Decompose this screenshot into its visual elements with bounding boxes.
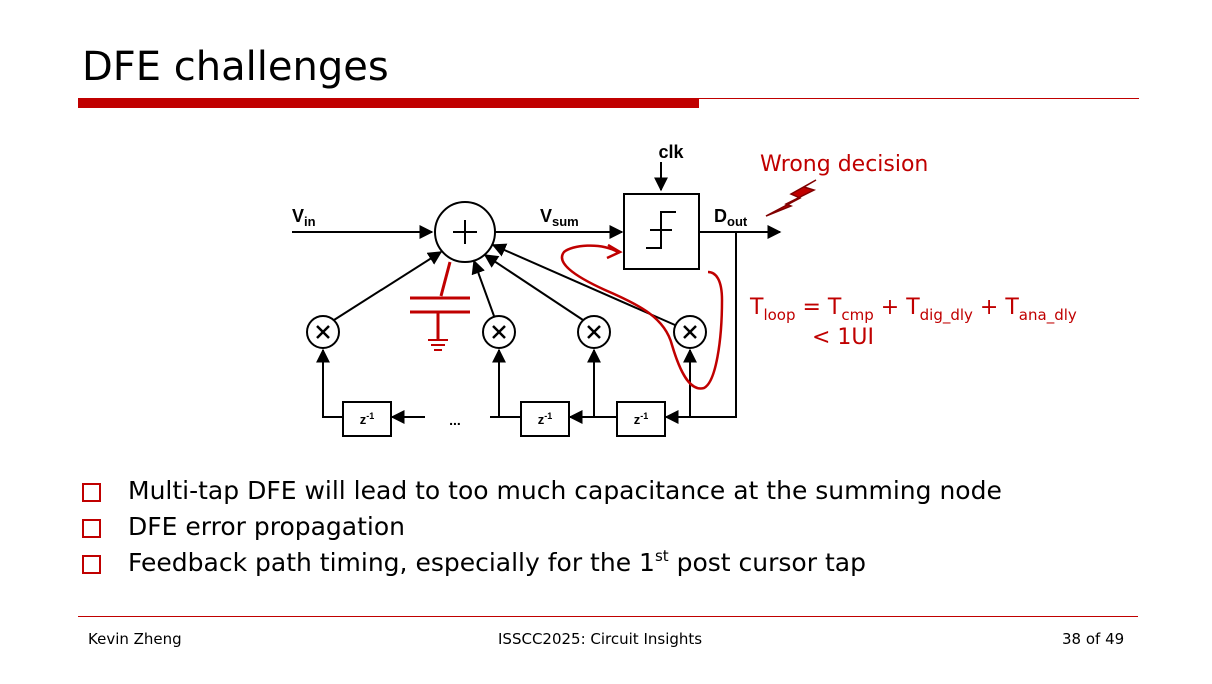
feedback-loop-annotation: [560, 244, 724, 390]
footer-event: ISSCC2025: Circuit Insights: [498, 630, 703, 648]
tap-sum-wire-2: [483, 254, 584, 321]
tloop-equation: Tloop = Tcmp + Tdig_dly + Tana_dly: [749, 295, 1077, 325]
multiplier-tap-3: [482, 315, 516, 349]
dout-label: Dout: [714, 206, 748, 229]
slide-title: DFE challenges: [82, 44, 389, 90]
tloop-constraint: < 1UI: [812, 325, 874, 350]
tap-sum-wire-3: [471, 259, 495, 317]
ellipsis: ...: [449, 412, 461, 428]
bullet-text: Feedback path timing, especially for the…: [128, 547, 866, 577]
delay-block-2: z-1: [520, 401, 570, 437]
tap-wire-3: [492, 348, 521, 418]
footer-page-number: 38 of 49: [1062, 630, 1125, 648]
multiplier-tap-2: [577, 315, 611, 349]
comparator-block: [623, 193, 700, 270]
wrong-decision-label: Wrong decision: [760, 152, 928, 177]
lightning-bolt-icon: [765, 179, 817, 217]
bullet-box-icon: [82, 519, 101, 538]
vsum-label: Vsum: [540, 206, 579, 229]
footer-divider: [78, 616, 1138, 617]
clk-label: clk: [658, 142, 684, 162]
multiplier-tap-n: [306, 315, 340, 349]
bullet-text: DFE error propagation: [128, 512, 406, 541]
svg-text:z-1: z-1: [360, 411, 375, 427]
svg-text:z-1: z-1: [538, 411, 553, 427]
delay-block-1: z-1: [616, 401, 666, 437]
tap-wire-n: [316, 348, 343, 418]
bullet-text: Multi-tap DFE will lead to too much capa…: [128, 476, 1002, 505]
multiplier-tap-1: [673, 315, 707, 349]
title-underline-thin: [699, 98, 1139, 99]
bullet-box-icon: [82, 555, 101, 574]
delay-block-n: z-1: [342, 401, 392, 437]
tap-sum-wire-1: [491, 243, 676, 326]
capacitor-symbol: [410, 261, 470, 351]
vin-label: Vin: [292, 206, 316, 229]
loop-arrowhead: [606, 243, 623, 260]
svg-text:z-1: z-1: [634, 411, 649, 427]
tap-wire-2: [587, 348, 617, 418]
footer-author: Kevin Zheng: [88, 630, 182, 648]
tap-sum-wire-n: [333, 251, 443, 321]
title-underline-thick: [78, 98, 699, 108]
bullet-box-icon: [82, 483, 101, 502]
summer-circle: [434, 201, 496, 263]
